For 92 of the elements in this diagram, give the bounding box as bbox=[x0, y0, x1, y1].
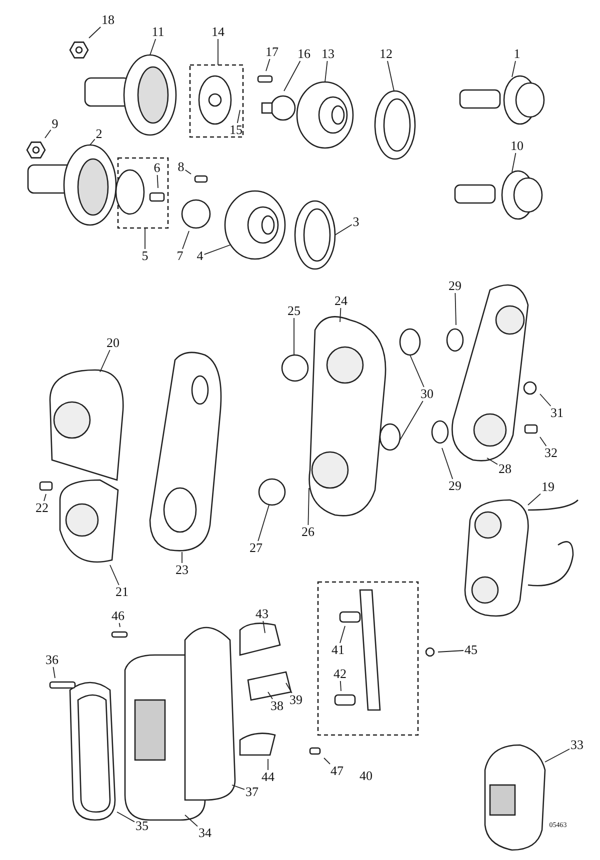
callout-number: 19 bbox=[540, 480, 556, 494]
leader-line bbox=[258, 504, 270, 542]
leader-line bbox=[540, 394, 552, 406]
leader-line bbox=[308, 488, 310, 526]
leader-line bbox=[324, 60, 328, 82]
callout-number: 11 bbox=[150, 25, 166, 39]
leader-line bbox=[544, 748, 570, 762]
callout-number: 24 bbox=[334, 294, 348, 308]
leader-line bbox=[184, 170, 192, 174]
callout-number: 12 bbox=[378, 47, 394, 61]
callout-number: 13 bbox=[320, 47, 336, 61]
callout-number: 44 bbox=[260, 770, 276, 784]
callout-number: 9 bbox=[50, 117, 60, 131]
callout-number: 28 bbox=[498, 462, 512, 476]
leader-line bbox=[442, 448, 454, 480]
leader-line bbox=[410, 354, 424, 388]
callout-number: 21 bbox=[114, 585, 130, 599]
callout-number: 22 bbox=[34, 501, 50, 515]
callout-number: 47 bbox=[330, 764, 344, 778]
leader-line bbox=[284, 60, 301, 92]
callout-number: 2 bbox=[94, 127, 104, 141]
callout-number: 14 bbox=[210, 25, 226, 39]
callout-number: 37 bbox=[244, 785, 260, 799]
callout-number: 40 bbox=[358, 769, 374, 783]
leader-line bbox=[110, 564, 120, 586]
leader-line bbox=[156, 174, 158, 188]
leader-line bbox=[268, 692, 273, 700]
leader-line bbox=[400, 400, 424, 440]
leader-line bbox=[486, 458, 498, 465]
leader-line bbox=[184, 814, 198, 827]
leader-line bbox=[236, 110, 240, 124]
callout-number: 23 bbox=[174, 563, 190, 577]
callout-number: 31 bbox=[550, 406, 564, 420]
leader-line bbox=[512, 60, 516, 78]
callout-number: 20 bbox=[106, 336, 120, 350]
callout-number: 25 bbox=[286, 304, 302, 318]
callout-number: 3 bbox=[352, 215, 360, 229]
leader-line bbox=[266, 58, 270, 72]
leader-line bbox=[340, 626, 346, 644]
callout-number: 33 bbox=[570, 738, 584, 752]
callout-number: 5 bbox=[140, 249, 150, 263]
callout-number: 1 bbox=[512, 47, 522, 61]
callout-number: 29 bbox=[448, 479, 462, 493]
callout-number: 42 bbox=[332, 667, 348, 681]
callout-number: 43 bbox=[254, 607, 270, 621]
leader-line bbox=[52, 666, 56, 678]
leader-line bbox=[44, 129, 52, 138]
leader-line bbox=[150, 38, 156, 56]
leader-line bbox=[324, 758, 330, 764]
leader-line bbox=[528, 493, 541, 506]
callout-number: 6 bbox=[152, 161, 162, 175]
leader-line bbox=[286, 682, 292, 694]
callout-number: 4 bbox=[196, 249, 204, 263]
callout-number: 15 bbox=[228, 123, 244, 137]
leader-line bbox=[387, 60, 394, 92]
callout-number: 26 bbox=[300, 525, 316, 539]
callout-number: 35 bbox=[134, 819, 150, 833]
leader-line bbox=[100, 350, 110, 372]
callout-number: 7 bbox=[176, 249, 184, 263]
callout-number: 38 bbox=[270, 699, 284, 713]
callout-number: 32 bbox=[544, 446, 558, 460]
callout-number: 17 bbox=[264, 45, 280, 59]
leader-line bbox=[512, 152, 516, 172]
callout-number: 30 bbox=[420, 387, 434, 401]
callout-number: 27 bbox=[248, 541, 264, 555]
leader-line bbox=[334, 224, 352, 236]
leader-line bbox=[116, 812, 135, 822]
leader-line bbox=[540, 436, 547, 446]
callout-number: 39 bbox=[288, 693, 304, 707]
leader-line bbox=[182, 230, 190, 250]
callout-number: 16 bbox=[296, 47, 312, 61]
leader-line bbox=[204, 244, 230, 255]
leader-line bbox=[90, 138, 96, 146]
callout-number: 46 bbox=[110, 609, 126, 623]
leader-line bbox=[118, 622, 120, 628]
callout-number: 36 bbox=[44, 653, 60, 667]
leader-line bbox=[454, 292, 456, 326]
callout-number: 45 bbox=[464, 643, 478, 657]
callout-number: 29 bbox=[448, 279, 462, 293]
leader-line bbox=[88, 26, 102, 38]
callout-number: 41 bbox=[330, 643, 346, 657]
leader-line bbox=[144, 228, 146, 250]
leader-line bbox=[340, 308, 342, 322]
callout-number: 8 bbox=[176, 160, 186, 174]
callout-number: 34 bbox=[198, 826, 212, 840]
leader-line bbox=[262, 620, 266, 634]
leader-line bbox=[340, 680, 342, 692]
callout-number: 10 bbox=[510, 139, 524, 153]
leader-line bbox=[438, 650, 464, 652]
callout-number: 18 bbox=[100, 13, 116, 27]
leader-line bbox=[232, 784, 245, 790]
leader-line bbox=[44, 494, 46, 502]
